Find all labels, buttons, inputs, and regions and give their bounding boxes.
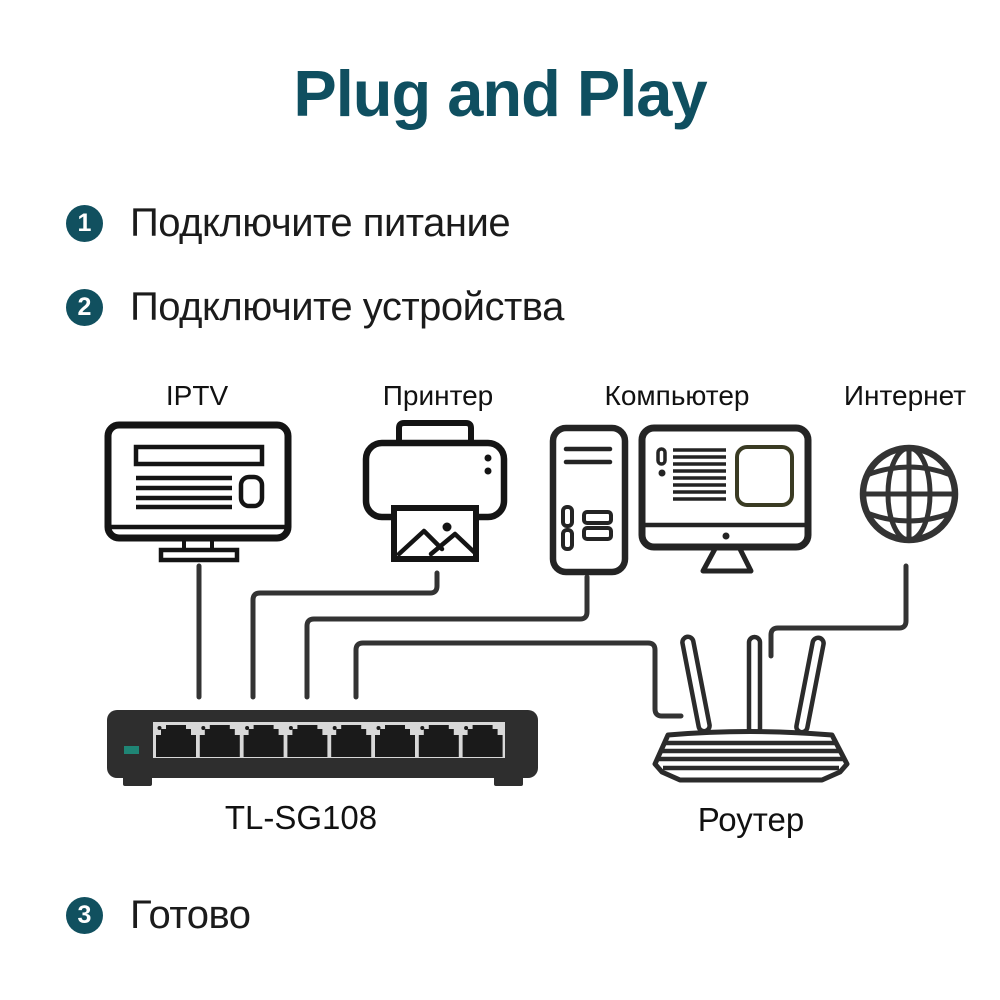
port-led-dot (464, 726, 469, 730)
switch-port (375, 725, 415, 757)
step-3-label: Готово (130, 893, 251, 937)
page-title: Plug and Play (293, 57, 707, 130)
switch-port (199, 725, 240, 757)
port-led-dot (420, 726, 425, 730)
cable-router (353, 640, 684, 719)
switch-port (418, 725, 459, 757)
printer-icon (362, 420, 508, 562)
tv-icon (104, 421, 292, 563)
computer-tower-icon (549, 424, 629, 576)
switch-ports (156, 725, 503, 757)
cable-printer (250, 570, 440, 700)
switch-icon (107, 710, 538, 786)
router-icon (652, 634, 850, 783)
step-1-badge: 1 (66, 205, 103, 242)
router-label: Роутер (697, 801, 805, 838)
step-2: 2 Подключите устройства (66, 285, 564, 330)
switch-port (331, 725, 372, 757)
step-1-label: Подключите питание (130, 201, 511, 245)
port-led-dot (288, 726, 293, 730)
device-label-iptv: IPTV (165, 380, 229, 411)
switch-led (124, 746, 139, 754)
device-label-internet: Интернет (843, 380, 967, 411)
switch-port (287, 725, 328, 757)
port-led-dot (157, 726, 162, 730)
device-label-printer: Принтер (382, 380, 494, 411)
device-label-computer: Компьютер (604, 380, 750, 411)
cable-internet (768, 563, 909, 659)
switch-port (462, 725, 503, 757)
switch-port (243, 725, 284, 757)
switch-model-label: TL-SG108 (224, 799, 378, 836)
step-3: 3 Готово (66, 893, 251, 938)
monitor-icon (638, 424, 812, 574)
step-3-badge: 3 (66, 897, 103, 934)
switch-port (156, 725, 196, 757)
globe-icon (859, 444, 959, 544)
step-2-label: Подключите устройства (130, 285, 564, 329)
step-1: 1 Подключите питание (66, 201, 511, 246)
port-led-dot (201, 726, 206, 730)
port-led-dot (245, 726, 250, 730)
port-led-dot (376, 726, 381, 730)
step-2-badge: 2 (66, 289, 103, 326)
port-led-dot (332, 726, 337, 730)
cable-computer (304, 574, 590, 700)
